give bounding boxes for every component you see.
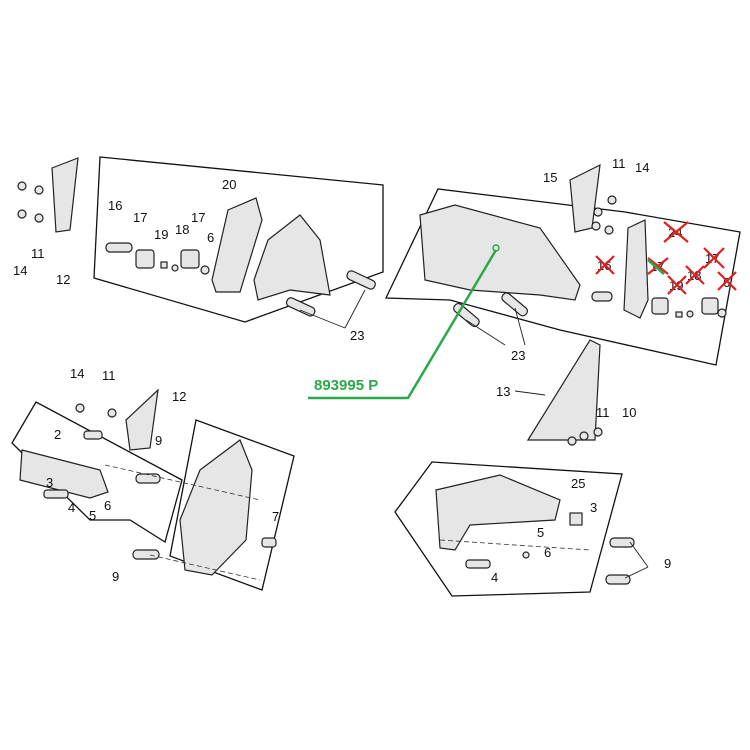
part-callout-number: 12 [56, 272, 70, 287]
part-callout-number: 16 [108, 198, 122, 213]
part-callout-number: 20 [222, 177, 236, 192]
part-callout-number: 9 [664, 556, 671, 571]
panel-top-right [384, 188, 741, 366]
part-callout-number: 5 [537, 525, 544, 540]
part-callout-number: 6 [207, 230, 214, 245]
part-callout-number: 5 [89, 508, 96, 523]
part-callout-number: 25 [571, 476, 585, 491]
part-callout-number: 17 [191, 210, 205, 225]
part-callout-number: 2 [54, 427, 61, 442]
part-callout-number: 11 [612, 156, 626, 171]
part-callout-number: 11 [596, 405, 610, 420]
part-callout-number: 23 [511, 348, 525, 363]
part-callout-number: 4 [491, 570, 498, 585]
part-callout-number: 17 [133, 210, 147, 225]
bottom-right-parts [435, 474, 635, 585]
part-callout-number: 14 [13, 263, 27, 278]
part-callout-number: 3 [590, 500, 597, 515]
part-callout-number: 11 [31, 246, 45, 261]
part-callout-number: 14 [70, 366, 84, 381]
leader-lines [104, 289, 649, 581]
part-callout-number: 15 [543, 170, 557, 185]
panel-bottom-right [394, 461, 623, 597]
part-number-callout: 893995 P [308, 244, 500, 400]
top-left-parts [17, 157, 376, 317]
part-callout-number: 4 [68, 500, 75, 515]
part-callout-number: 11 [102, 368, 116, 383]
part-callout-number: 6 [544, 545, 551, 560]
part-callout-number: 9 [155, 433, 162, 448]
part-callout-number: 6 [104, 498, 111, 513]
part-callout-number: 10 [622, 405, 636, 420]
panel-top-left [93, 156, 384, 323]
crossed-out-marks [595, 221, 737, 295]
part-callout-number: 7 [272, 509, 279, 524]
part-callout-number: 14 [635, 160, 649, 175]
part-callout-number: 3 [46, 475, 53, 490]
part-callout-number: 18 [175, 222, 189, 237]
part-callout-number: 23 [350, 328, 364, 343]
panel-bottom-left-bracket [169, 419, 295, 591]
part-callout-number: 12 [172, 389, 186, 404]
panel-bottom-left-step [11, 401, 183, 544]
bottom-left-parts [19, 388, 277, 576]
part-callout-number: 19 [154, 227, 168, 242]
part-number-label: 893995 P [314, 377, 378, 394]
top-right-parts [419, 163, 727, 446]
part-callout-number: 9 [112, 569, 119, 584]
part-callout-number: 13 [496, 384, 510, 399]
